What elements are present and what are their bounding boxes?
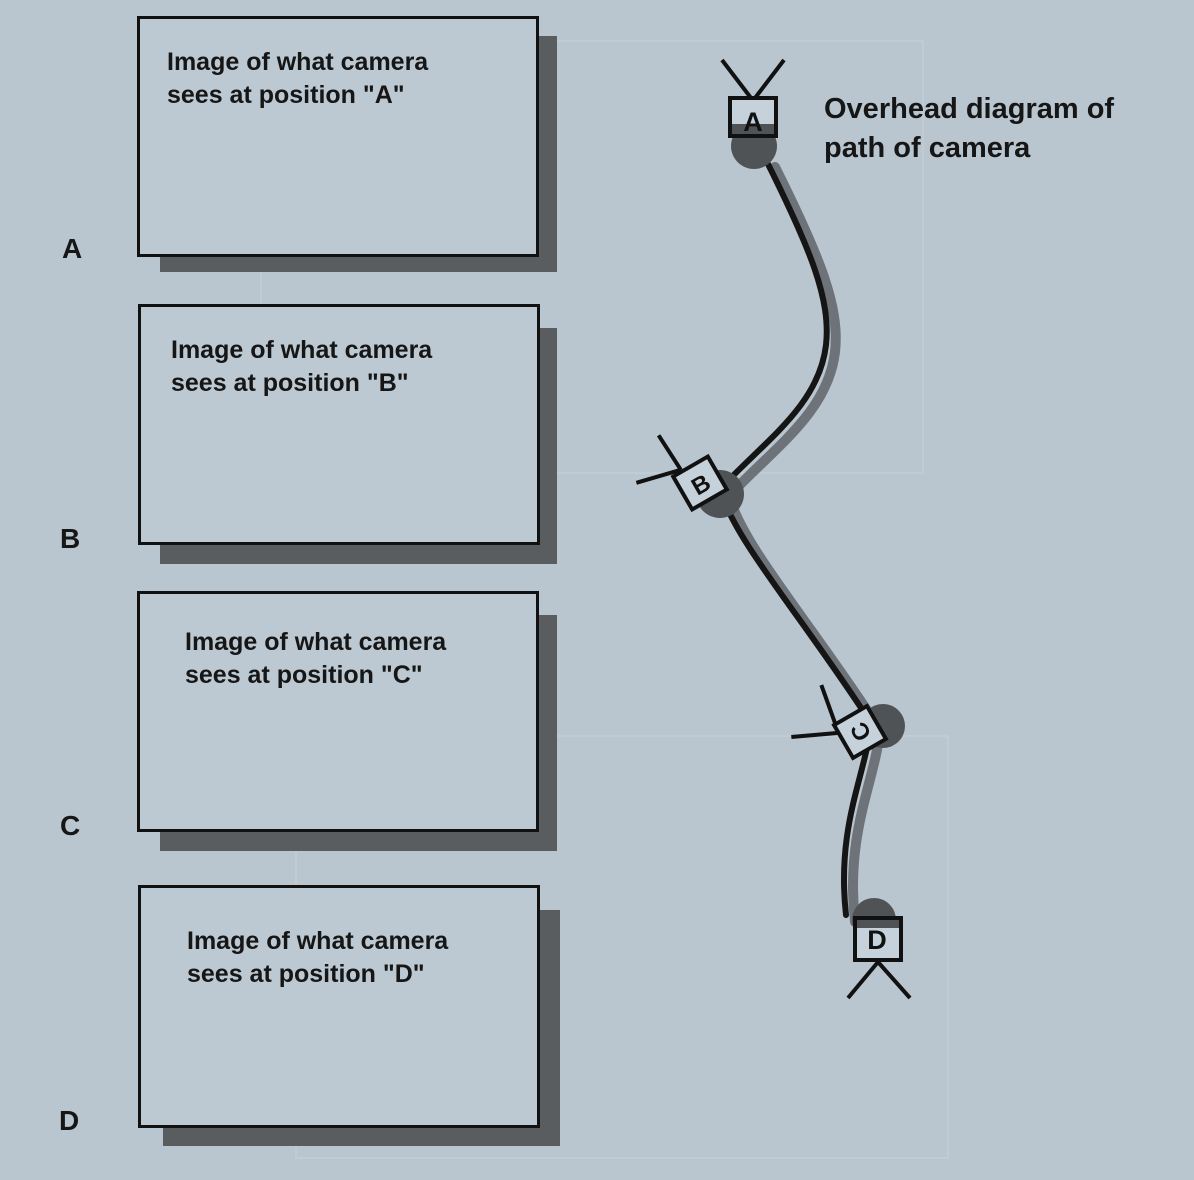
camera-view-frame-a	[137, 16, 539, 257]
camera-view-frame-d	[138, 885, 540, 1128]
camera-view-caption-c: Image of what camera sees at position "C…	[185, 628, 447, 689]
position-label-b: B	[60, 523, 81, 554]
position-label-c: C	[60, 810, 81, 841]
position-label-a: A	[62, 233, 83, 264]
camera-d-label: D	[867, 925, 887, 955]
camera-view-caption-b: Image of what camera sees at position "B…	[171, 336, 433, 397]
camera-view-caption-a: Image of what camera sees at position "A…	[167, 48, 429, 109]
camera-b-icon: B	[635, 434, 744, 518]
camera-path-line	[716, 157, 875, 918]
camera-view-frame-b	[138, 304, 540, 545]
camera-d-icon: D	[846, 898, 912, 1000]
camera-c-icon: C	[791, 684, 905, 761]
overhead-diagram-title: Overhead diagram of path of camera	[824, 93, 1115, 164]
position-label-d: D	[59, 1105, 80, 1136]
camera-a-label: A	[743, 107, 763, 137]
camera-view-caption-d: Image of what camera sees at position "D…	[187, 927, 449, 988]
camera-path-shadow	[723, 162, 886, 927]
camera-view-frame-c	[137, 591, 539, 832]
camera-a-icon: A	[720, 58, 786, 169]
